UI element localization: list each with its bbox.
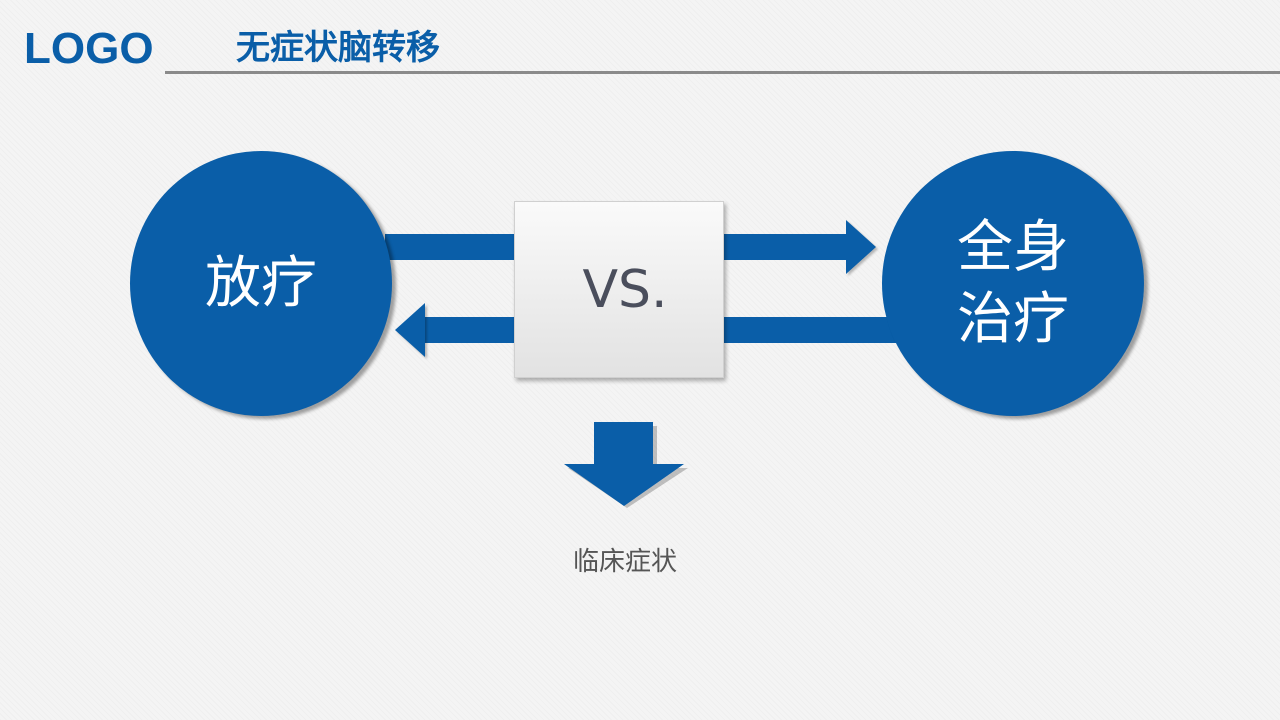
clinical-symptoms-label: 临床症状: [572, 547, 677, 577]
connector-bar-bottom-right: [718, 317, 903, 343]
connector-bar-bottom-left: [425, 317, 520, 343]
connector-bar-top-right: [718, 234, 848, 260]
radiotherapy-circle: 放疗: [130, 151, 392, 416]
vs-label: VS.: [582, 259, 668, 320]
systemic-therapy-circle: 全身 治疗: [882, 151, 1144, 416]
logo: LOGO: [24, 24, 154, 73]
systemic-therapy-label: 全身 治疗: [957, 214, 1069, 352]
connector-bar-top-left: [385, 234, 520, 260]
vs-box: VS.: [514, 201, 724, 378]
arrow-down-icon: [564, 422, 688, 508]
page-title: 无症状脑转移: [236, 28, 440, 68]
arrow-left-icon: [395, 303, 425, 357]
arrow-right-icon: [846, 220, 876, 274]
header-divider: [165, 71, 1280, 74]
radiotherapy-label: 放疗: [205, 250, 317, 316]
